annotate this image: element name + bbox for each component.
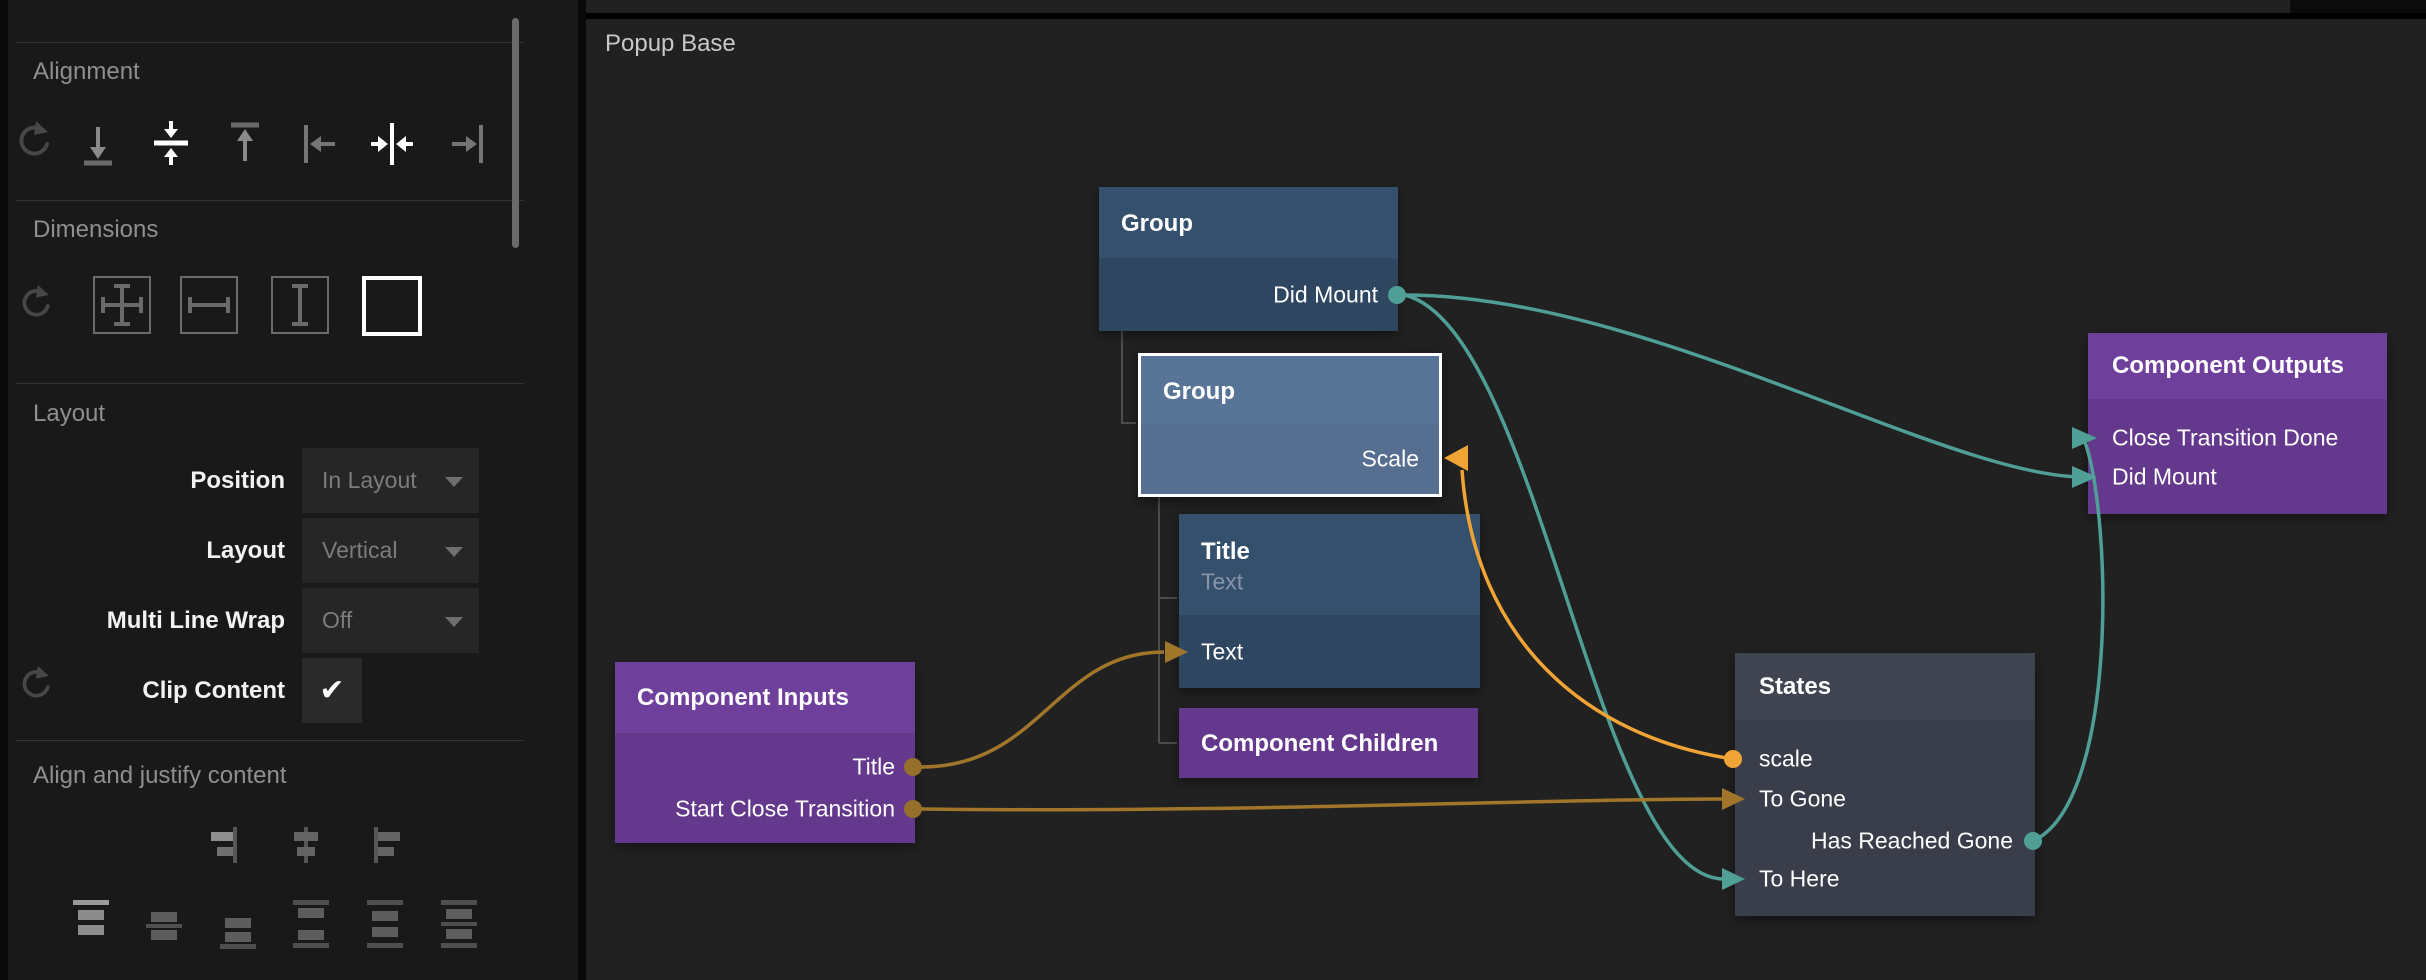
node-title: Component Inputs — [637, 684, 849, 711]
port-did-mount[interactable]: Did Mount — [2112, 463, 2217, 490]
port-to-here[interactable]: To Here — [1759, 865, 1840, 892]
clip-content-label: Clip Content — [142, 677, 285, 704]
port-title[interactable]: Title — [852, 753, 895, 780]
port-did-mount[interactable]: Did Mount — [1273, 281, 1378, 308]
align-justify-section-label: Align and justify content — [33, 762, 287, 789]
size-height-explicit-button[interactable] — [271, 276, 329, 334]
node-group-2-selected[interactable]: Group Scale — [1138, 353, 1442, 497]
justify-space-between-icon[interactable] — [289, 898, 333, 955]
size-content-button[interactable] — [362, 276, 422, 336]
position-label: Position — [190, 467, 285, 494]
multi-line-wrap-dropdown[interactable]: Off — [302, 588, 479, 653]
layout-dropdown[interactable]: Vertical — [302, 518, 479, 583]
node-title: States — [1759, 673, 1832, 700]
node-graph-canvas[interactable]: Popup Base Group Did Mount Group Scale T… — [586, 0, 2426, 980]
align-right-icon[interactable] — [446, 119, 490, 172]
justify-space-evenly-icon[interactable] — [437, 898, 481, 955]
reset-icon[interactable] — [11, 119, 55, 172]
chevron-down-icon — [445, 617, 463, 627]
node-header — [1735, 653, 2035, 720]
justify-end-icon[interactable] — [216, 898, 260, 955]
justify-space-around-icon[interactable] — [363, 898, 407, 955]
divider — [16, 383, 524, 384]
layout-label: Layout — [206, 537, 285, 564]
clip-content-checkbox[interactable]: ✔ — [302, 658, 362, 723]
component-breadcrumb: Popup Base — [605, 30, 736, 57]
node-header — [1141, 356, 1439, 424]
check-icon: ✔ — [319, 674, 345, 707]
align-items-end-icon[interactable] — [203, 823, 243, 872]
node-type-label: Text — [1201, 568, 1244, 595]
node-title: Title — [1201, 538, 1250, 565]
dimensions-section-label: Dimensions — [33, 216, 159, 243]
node-header — [2088, 333, 2387, 399]
alignment-section-label: Alignment — [33, 58, 140, 85]
reset-icon[interactable] — [13, 664, 57, 713]
node-title: Component Children — [1201, 730, 1439, 757]
port-start-close-transition[interactable]: Start Close Transition — [675, 795, 895, 822]
node-group-1[interactable]: Group Did Mount — [1099, 187, 1398, 331]
align-vertical-center-icon[interactable] — [149, 119, 193, 172]
connection-title-to-text[interactable] — [920, 650, 1165, 769]
align-bottom-icon[interactable] — [76, 119, 120, 172]
justify-center-icon[interactable] — [142, 898, 186, 955]
connection-startclosetransition-to-togone[interactable] — [920, 797, 1723, 812]
multi-line-wrap-value: Off — [322, 607, 353, 633]
chevron-down-icon — [445, 477, 463, 487]
node-header — [615, 662, 915, 733]
align-horizontal-center-icon[interactable] — [370, 119, 414, 172]
canvas-top-right-corner — [2290, 0, 2426, 13]
multi-line-wrap-label: Multi Line Wrap — [106, 607, 285, 634]
align-top-icon[interactable] — [223, 119, 267, 172]
node-title: Component Outputs — [2112, 352, 2344, 379]
node-states[interactable]: States scale To Gone Has Reached Gone To… — [1735, 653, 2035, 916]
port-close-transition-done[interactable]: Close Transition Done — [2112, 424, 2339, 451]
divider — [16, 740, 524, 741]
chevron-down-icon — [445, 547, 463, 557]
node-component-children[interactable]: Component Children — [1179, 708, 1478, 778]
port-scale[interactable]: scale — [1759, 745, 1813, 772]
position-value: In Layout — [322, 467, 417, 493]
port-has-reached-gone[interactable]: Has Reached Gone — [1810, 827, 2013, 854]
position-dropdown[interactable]: In Layout — [302, 448, 479, 513]
align-items-center-icon[interactable] — [286, 823, 326, 872]
size-both-explicit-button[interactable] — [93, 276, 151, 334]
size-width-explicit-button[interactable] — [180, 276, 238, 334]
divider — [16, 42, 524, 43]
layout-value: Vertical — [322, 537, 398, 563]
port-scale[interactable]: Scale — [1361, 445, 1419, 472]
input-arrow-group-scale[interactable] — [1444, 445, 1468, 471]
sidebar-scrollbar-thumb[interactable] — [512, 18, 519, 248]
connection-scale-to-group-scale[interactable] — [1460, 469, 1734, 761]
justify-start-icon[interactable] — [69, 898, 113, 955]
align-items-start-icon[interactable] — [368, 823, 408, 872]
canvas-top-border — [586, 13, 2426, 19]
properties-sidebar: Alignment — [8, 0, 578, 980]
layout-section-label: Layout — [33, 400, 106, 427]
align-left-icon[interactable] — [297, 119, 341, 172]
node-title: Group — [1121, 210, 1193, 237]
node-component-inputs[interactable]: Component Inputs Title Start Close Trans… — [615, 662, 915, 843]
reset-icon[interactable] — [13, 283, 57, 332]
node-title[interactable]: Title Text Text — [1179, 514, 1480, 688]
node-title: Group — [1163, 378, 1235, 405]
node-header — [1099, 187, 1398, 258]
divider — [16, 200, 524, 201]
node-component-outputs[interactable]: Component Outputs Close Transition Done … — [2088, 333, 2387, 514]
connection-didmount-to-outputs-didmount[interactable] — [1404, 293, 2084, 479]
port-text[interactable]: Text — [1201, 638, 1244, 665]
port-to-gone[interactable]: To Gone — [1759, 785, 1846, 812]
